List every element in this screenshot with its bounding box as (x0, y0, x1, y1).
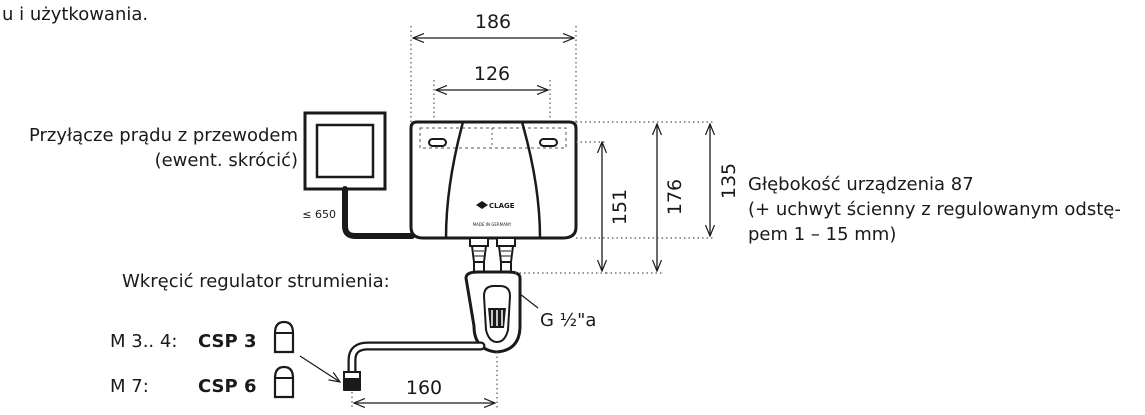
dimension-width-inner: 126 (433, 63, 551, 136)
aerator-csp6-icon (273, 365, 295, 399)
depth-line1: Głębokość urządzenia 87 (748, 174, 974, 195)
power-label-line1: Przyłącze prądu z przewodem (29, 125, 298, 146)
aerator-row1-model: M 3.. 4: (110, 331, 177, 352)
dim-176-label: 176 (664, 179, 686, 215)
dimension-height-151: 151 (515, 142, 631, 274)
power-label-line2: (ewent. skrócić) (155, 150, 298, 171)
thread-leader (519, 293, 539, 309)
water-heater-unit: CLAGE MADE IN GERMANY (409, 120, 578, 240)
faucet-body (464, 270, 522, 354)
aerator-nozzle (343, 371, 361, 391)
dimension-spout: 160 (351, 352, 498, 408)
power-connection-box (303, 111, 387, 191)
brand-label: CLAGE (489, 202, 515, 210)
aerator-heading: Wkręcić regulator strumienia: (122, 271, 390, 292)
dim-160-label: 160 (406, 377, 442, 399)
aerator-csp3-icon (273, 320, 295, 354)
dimension-height-176: 176 (576, 121, 715, 274)
aerator-row2-model: M 7: (110, 376, 149, 397)
dimension-height-135: 135 (576, 124, 740, 239)
aerator-row2-product: CSP 6 (198, 376, 257, 397)
dim-151-label: 151 (609, 189, 631, 225)
dim-126-label: 126 (474, 63, 510, 85)
thread-label: G ½"a (540, 310, 596, 331)
aerator-row1-product: CSP 3 (198, 331, 257, 352)
made-in-label: MADE IN GERMANY (473, 222, 512, 227)
depth-line2: (+ uchwyt ścienny z regulowanym odstę- (748, 199, 1121, 220)
cable-length-label: ≤ 650 (302, 208, 336, 221)
dim-186-label: 186 (475, 11, 511, 33)
spout-pipe (347, 341, 486, 377)
intro-text: u i użytkowania. (2, 4, 148, 25)
clage-logo-icon (476, 201, 488, 209)
aerator-pointer-arrow (299, 355, 340, 382)
dimension-width-outer: 186 (410, 11, 577, 122)
dim-135-label: 135 (718, 163, 740, 199)
connection-fittings (469, 237, 516, 275)
power-cable (342, 186, 415, 239)
depth-line3: pem 1 – 15 mm) (748, 224, 896, 245)
